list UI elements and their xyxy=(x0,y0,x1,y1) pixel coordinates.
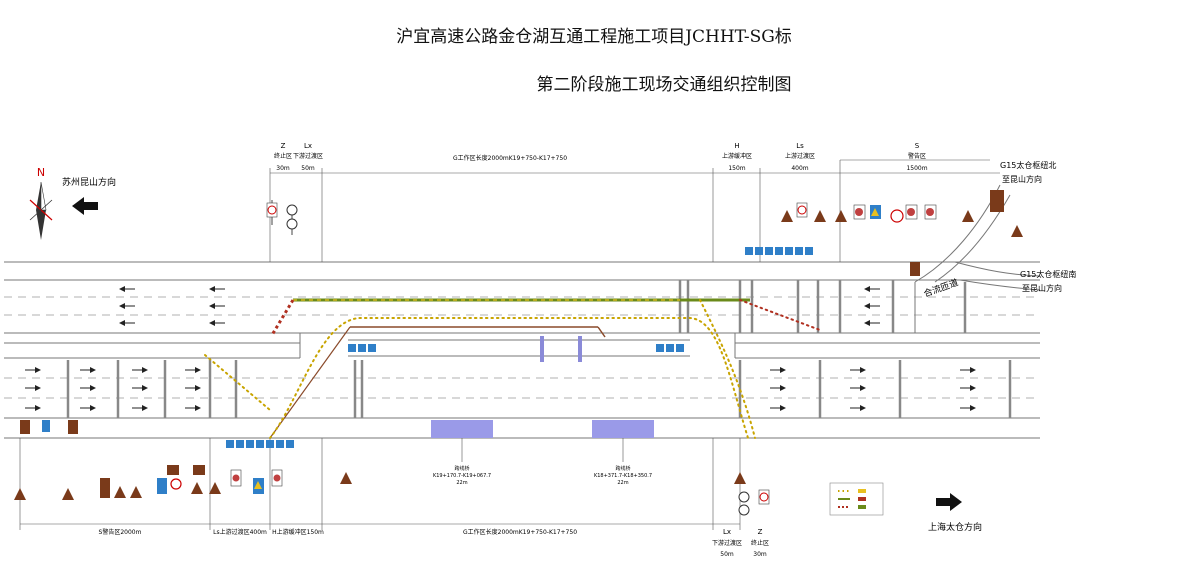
bottom-ls-zone: Ls上游过渡区400m xyxy=(213,528,267,536)
traffic-arrows-westbound xyxy=(119,286,880,326)
warning-sign-icon xyxy=(734,472,746,484)
pier-marker xyxy=(578,336,582,362)
vms-signs xyxy=(226,247,813,448)
road-outline xyxy=(4,261,1040,439)
top-h-length: 150m xyxy=(728,165,745,172)
warning-sign-icon xyxy=(1011,225,1023,237)
sign-board-icon xyxy=(271,469,283,487)
ramp-north-label-2: 至昆山方向 xyxy=(1002,174,1042,184)
top-z-letter: Z xyxy=(281,142,286,150)
sign-board-icon xyxy=(230,469,242,487)
speed-limit-icon xyxy=(170,478,182,490)
top-g-work-zone: G工作区长度2000mK19+750-K17+750 xyxy=(453,154,567,162)
warning-sign-icon xyxy=(209,482,221,494)
top-h-name: 上游缓冲区 xyxy=(722,152,752,160)
top-s-letter: S xyxy=(915,142,920,150)
north-arrow-icon: N xyxy=(29,166,53,240)
ramp-south-label-1: G15太仓枢纽南 xyxy=(1020,269,1076,279)
warning-sign-icon xyxy=(14,488,26,500)
warning-sign-icon xyxy=(191,482,203,494)
work-block-right xyxy=(592,420,654,438)
brown-board-icon xyxy=(990,190,1004,212)
ramp-north-label-1: G15太仓枢纽北 xyxy=(1000,160,1056,170)
work-block-left-label-1: 跨线桥 xyxy=(454,465,469,472)
warning-sign-icon xyxy=(114,486,126,498)
blue-sign-icon xyxy=(157,478,167,494)
bottom-s-zone: S警告区2000m xyxy=(99,528,142,536)
traffic-arrows-eastbound xyxy=(25,367,976,411)
work-block-left-label-2: K19+170.7-K19+067.7 xyxy=(433,473,491,479)
bottom-z-letter: Z xyxy=(758,528,763,536)
sign-board-icon xyxy=(853,204,866,220)
warning-sign-icon xyxy=(962,210,974,222)
end-sign-icon xyxy=(266,200,278,225)
top-signs xyxy=(266,190,1023,276)
ramp-south-label-2: 至昆山方向 xyxy=(1022,283,1062,293)
work-block-left xyxy=(431,420,493,438)
warning-sign-icon xyxy=(814,210,826,222)
bottom-lx-length: 50m xyxy=(720,551,734,558)
top-s-length: 1500m xyxy=(906,165,927,172)
top-ls-letter: Ls xyxy=(796,142,804,150)
end-sign-icon xyxy=(758,489,770,505)
brown-board-icon xyxy=(167,465,179,475)
traffic-control-diagram: N 苏州昆山方向 上海太仓方向 xyxy=(4,142,1076,558)
right-direction-arrow-icon xyxy=(936,493,962,511)
warning-sign-icon xyxy=(835,210,847,222)
brown-board-icon xyxy=(68,420,78,434)
blue-sign-icon xyxy=(253,478,264,494)
top-h-letter: H xyxy=(734,142,739,150)
top-ls-name: 上游过渡区 xyxy=(785,152,815,160)
top-zone-dimensions xyxy=(269,159,1000,262)
work-block-right-label-3: 22m xyxy=(617,480,628,486)
top-s-name: 警告区 xyxy=(908,152,926,160)
warning-sign-icon xyxy=(781,202,808,222)
top-lx-name: 下游过渡区 xyxy=(293,152,323,160)
sign-gantry-posts xyxy=(66,280,1012,418)
bottom-g-zone: G工作区长度2000mK19+750-K17+750 xyxy=(463,528,577,536)
brown-board-icon xyxy=(100,478,110,498)
legend-box xyxy=(829,482,884,516)
top-z-name: 终止区 xyxy=(274,152,292,160)
speed-limit-icon xyxy=(890,209,904,223)
blue-sign-icon xyxy=(870,205,881,219)
top-z-length: 30m xyxy=(276,165,290,172)
work-zone-barrier xyxy=(269,298,750,439)
compass-label: N xyxy=(37,166,45,179)
pier-marker xyxy=(540,336,544,362)
warning-sign-icon xyxy=(62,488,74,500)
top-ls-length: 400m xyxy=(791,165,808,172)
brown-board-icon xyxy=(910,262,920,276)
bottom-z-name: 终止区 xyxy=(751,539,769,547)
title-line-1: 沪宜高速公路金仓湖互通工程施工项目JCHHT-SG标 xyxy=(396,27,792,47)
brown-board-icon xyxy=(20,420,30,434)
title-line-2: 第二阶段施工现场交通组织控制图 xyxy=(536,75,792,95)
direction-right-label: 上海太仓方向 xyxy=(928,521,982,533)
blue-sign-icon xyxy=(42,420,50,432)
bottom-zone-dimensions xyxy=(19,438,741,530)
brown-board-icon xyxy=(193,465,205,475)
bottom-lx-name: 下游过渡区 xyxy=(712,539,742,547)
top-lx-letter: Lx xyxy=(304,142,312,150)
left-direction-arrow-icon xyxy=(72,197,98,215)
warning-sign-icon xyxy=(130,486,142,498)
bottom-h-zone: H上游缓冲区150m xyxy=(272,528,324,536)
lane-markings xyxy=(4,296,1040,399)
work-block-left-label-3: 22m xyxy=(456,480,467,486)
sign-board-icon xyxy=(905,204,918,220)
speed-limit-end-icon xyxy=(738,491,750,516)
bottom-lx-letter: Lx xyxy=(723,528,731,536)
work-block-right-label-1: 跨线桥 xyxy=(615,465,630,472)
cone-lines xyxy=(204,299,821,439)
work-block-right-label-2: K18+371.7-K18+350.7 xyxy=(594,473,652,479)
warning-sign-icon xyxy=(340,472,352,484)
bottom-z-length: 30m xyxy=(753,551,767,558)
top-lx-length: 50m xyxy=(301,165,315,172)
sign-board-icon xyxy=(924,204,937,220)
speed-limit-end-icon xyxy=(286,204,298,235)
bottom-signs xyxy=(14,420,770,516)
direction-left-label: 苏州昆山方向 xyxy=(62,176,116,188)
